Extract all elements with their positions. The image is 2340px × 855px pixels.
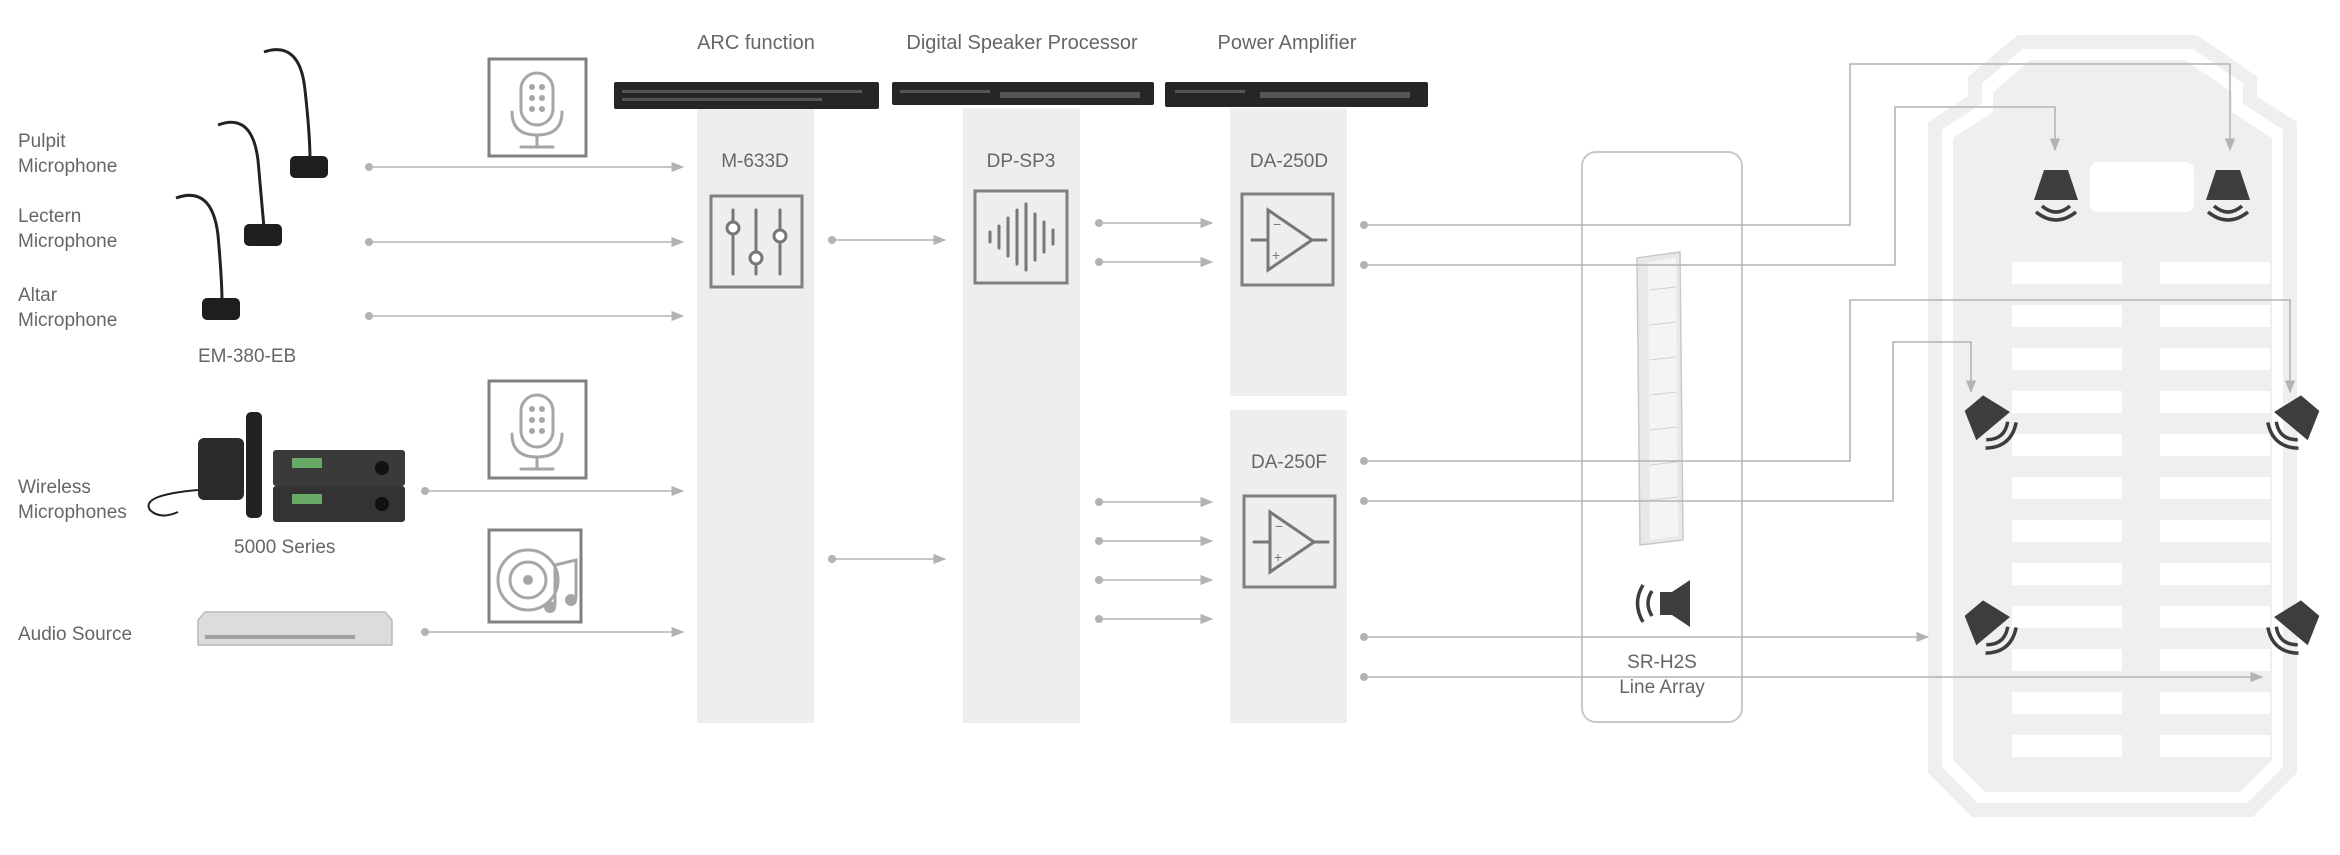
source-label-altar: Altar Microphone <box>18 285 117 331</box>
church-floor-plan <box>1928 35 2320 817</box>
svg-text:Line Array: Line Array <box>1619 677 1705 698</box>
pews <box>2012 262 2270 757</box>
microphone-icon <box>487 57 588 158</box>
amplifier-triangle-icon: − + <box>1240 192 1335 287</box>
loudspeaker-icon <box>1964 395 2018 450</box>
device-label-amp1: DA-250D <box>1250 151 1328 172</box>
source-label-pulpit: Pulpit Microphone <box>18 131 117 177</box>
svg-text:Microphone: Microphone <box>18 310 117 331</box>
svg-text:−: − <box>1273 216 1281 232</box>
gooseneck-microphone <box>175 48 328 320</box>
processor-panel <box>963 108 1080 723</box>
source-label-lectern: Lectern Microphone <box>18 206 117 252</box>
loudspeaker-icon <box>2206 170 2250 222</box>
source-label-wireless: Wireless Microphones <box>18 477 127 523</box>
wireless-microphone-icon <box>487 379 588 480</box>
mixer-rack-unit <box>614 82 879 109</box>
svg-text:Lectern: Lectern <box>18 206 81 227</box>
device-label-line-array: SR-H2S Line Array <box>1619 652 1705 698</box>
line-array-speaker <box>1636 251 1684 546</box>
column-title-arc: ARC function <box>697 32 815 54</box>
loudspeaker-icon <box>2034 170 2078 222</box>
loudspeaker-icon <box>1635 580 1690 627</box>
svg-text:SR-H2S: SR-H2S <box>1627 652 1697 673</box>
source-label-audio: Audio Source <box>18 624 132 645</box>
loudspeaker-icon <box>2266 395 2320 450</box>
svg-text:Wireless: Wireless <box>18 477 91 498</box>
svg-text:+: + <box>1272 247 1280 263</box>
music-disc-icon <box>487 528 583 624</box>
svg-text:+: + <box>1274 549 1282 565</box>
signal-lines <box>365 63 2296 683</box>
audio-source-player <box>197 611 393 646</box>
device-label-mixer: M-633D <box>721 151 789 172</box>
gooseneck-model-label: EM-380-EB <box>198 346 296 367</box>
amplifier-rack-unit <box>1165 82 1428 107</box>
svg-text:Pulpit: Pulpit <box>18 131 66 152</box>
fader-mixer-icon <box>709 194 804 289</box>
loudspeaker-icon <box>1964 600 2018 655</box>
amp2-panel <box>1230 410 1347 723</box>
device-label-amp2: DA-250F <box>1251 452 1327 473</box>
wireless-microphone-set <box>147 412 405 522</box>
column-title-dsp: Digital Speaker Processor <box>906 32 1138 54</box>
device-label-processor: DP-SP3 <box>987 151 1056 172</box>
waveform-icon <box>973 189 1069 285</box>
wireless-model-label: 5000 Series <box>234 537 335 558</box>
processor-rack-unit <box>892 82 1154 105</box>
svg-text:Altar: Altar <box>18 285 58 306</box>
svg-text:−: − <box>1275 518 1283 534</box>
svg-text:Microphones: Microphones <box>18 502 127 523</box>
svg-text:Microphone: Microphone <box>18 156 117 177</box>
column-title-amp: Power Amplifier <box>1218 32 1357 54</box>
mixer-panel <box>697 108 814 723</box>
amp1-panel <box>1230 108 1347 396</box>
loudspeaker-icon <box>2266 600 2320 655</box>
amplifier-triangle-icon: − + <box>1242 494 1337 589</box>
svg-text:Microphone: Microphone <box>18 231 117 252</box>
